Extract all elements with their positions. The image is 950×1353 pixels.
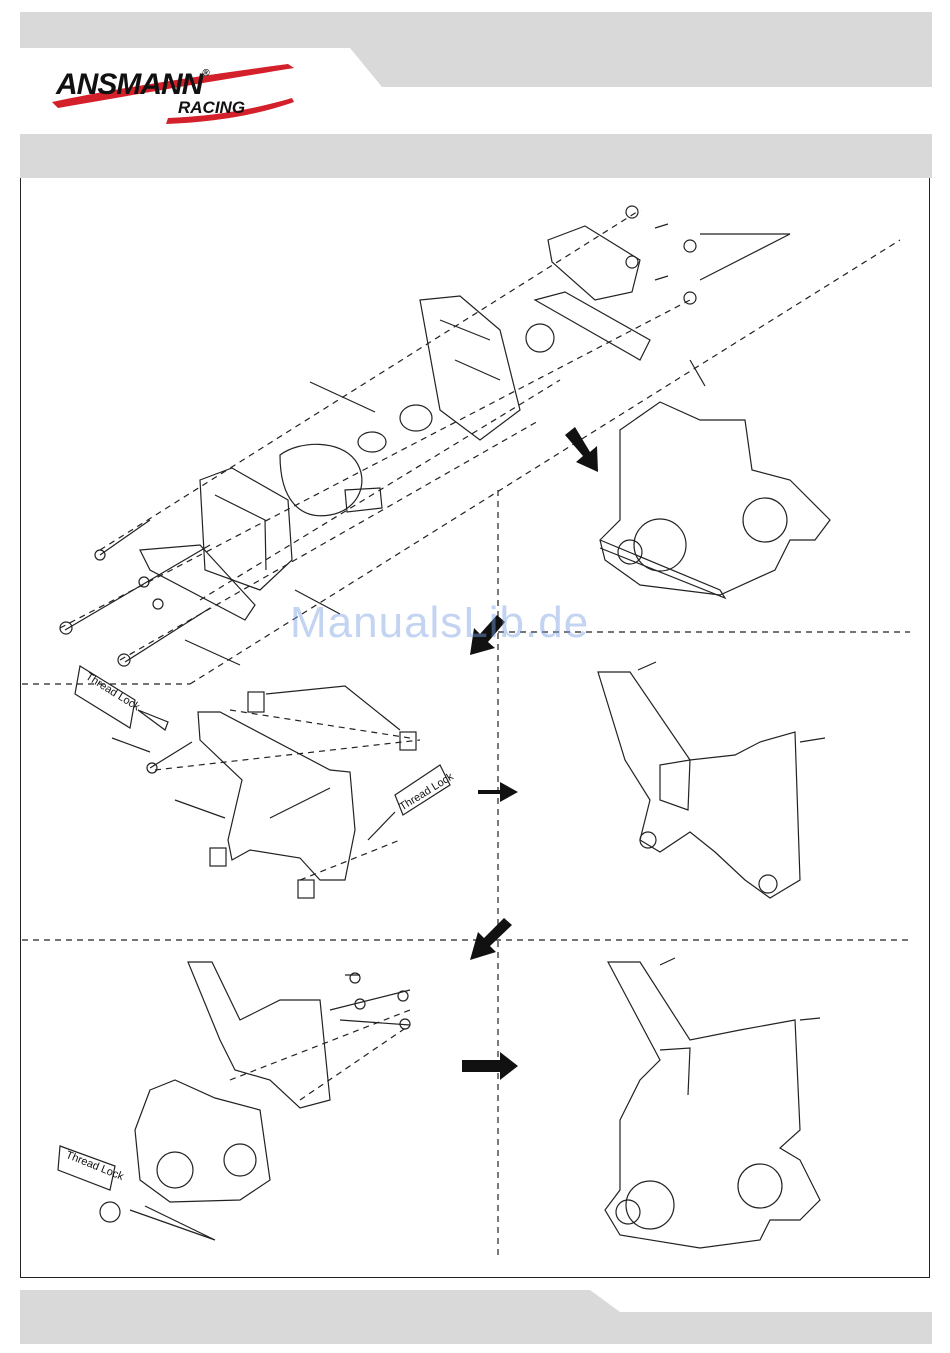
step-arrows [462,427,598,1080]
watermark: ManualsLib.de [290,598,589,648]
exploded-gearbox [60,206,790,666]
assembled-final [605,958,820,1248]
assembled-shock-tower [598,662,825,898]
exploded-final-assembly [58,962,410,1240]
assembled-gearbox [600,402,830,598]
